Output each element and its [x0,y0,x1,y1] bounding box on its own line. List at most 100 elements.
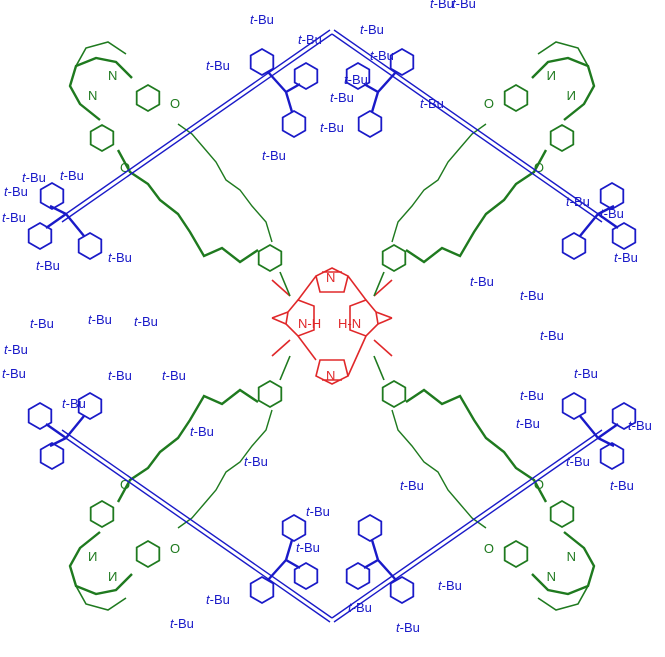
stopper-aryl-1 [39,441,65,471]
tbu-label-45: t-Bu [516,416,540,431]
tbu-label-26: t-Bu [4,342,28,357]
glycol-chain-outer [405,149,548,264]
tbu-label-21: t-Bu [614,250,638,265]
phenanthroline-frame [68,531,133,596]
phenylene-ring-a [89,499,115,529]
glycol-chain-outer [405,388,548,503]
ether-o-2: O [484,541,494,556]
tbu-label-19: t-Bu [600,206,624,221]
tbu-label-29: t-Bu [108,368,132,383]
ether-o-1: O [120,160,130,175]
phenanthroline-n1: N [567,549,576,564]
porphyrin-core [271,267,393,385]
stopper-aryl-4 [249,47,275,77]
stopper-aryl-6 [357,513,383,543]
tbu-label-9: t-Bu [298,32,322,47]
axle-alkyne [333,433,605,623]
tbu-label-7: t-Bu [250,12,274,27]
ether-o-1: O [534,160,544,175]
glycol-chain-inner [391,123,487,243]
porphyrin-nh-left: N-H [298,316,321,331]
stopper-aryl-5 [345,561,371,591]
phenylene-ring-b [135,83,161,113]
stopper-aryl-3 [77,391,103,421]
stopper-aryl-4 [389,575,415,605]
porphyrin-n-bottom: N [326,368,335,383]
stopper-aryl-3 [561,391,587,421]
stopper-aryl-6 [357,109,383,139]
phenylene-ring-b [135,539,161,569]
glycol-chain-inner [177,123,273,243]
phenylene-ring-b [503,539,529,569]
tbu-label-34: t-Bu [244,454,268,469]
tbu-label-12: t-Bu [262,148,286,163]
axle-alkyne [59,29,331,219]
tbu-label-20: t-Bu [566,194,590,209]
tbu-label-32: t-Bu [162,368,186,383]
tbu-label-16: t-Bu [420,96,444,111]
tbu-label-36: t-Bu [170,616,194,631]
stopper-aryl-1 [599,181,625,211]
ether-o-1: O [120,477,130,492]
ether-o-2: O [170,541,180,556]
glycol-chain-inner [391,409,487,529]
tbu-label-40: t-Bu [348,600,372,615]
meso-aryl-ring [257,379,283,409]
tbu-label-15: t-Bu [452,0,476,11]
stopper-aryl-4 [249,575,275,605]
stopper-aryl-2 [611,221,637,251]
tbu-label-18: t-Bu [344,72,368,87]
tbu-label-46: t-Bu [566,454,590,469]
stopper-aryl-6 [281,109,307,139]
stopper-aryl-2 [27,401,53,431]
tbu-label-23: t-Bu [520,288,544,303]
tbu-label-33: t-Bu [190,424,214,439]
stopper-aryl-3 [77,231,103,261]
glycol-chain-inner [177,409,273,529]
tbu-label-22: t-Bu [470,274,494,289]
tbu-label-25: t-Bu [30,316,54,331]
stopper-aryl-3 [561,231,587,261]
tbu-label-17: t-Bu [370,48,394,63]
ether-o-2: O [484,96,494,111]
phenanthroline-n2: N [108,68,117,83]
tbu-label-37: t-Bu [400,478,424,493]
tbu-label-31: t-Bu [134,314,158,329]
stopper-aryl-6 [281,513,307,543]
tbu-label-8: t-Bu [206,58,230,73]
tbu-label-24: t-Bu [540,328,564,343]
phenylene-ring-b [503,83,529,113]
meso-aryl-ring [381,243,407,273]
tbu-label-2: t-Bu [4,184,28,199]
tbu-label-48: t-Bu [628,418,652,433]
phenanthroline-n2: N [547,68,556,83]
axle-alkyne [333,29,605,219]
tbu-label-35: t-Bu [206,592,230,607]
phenanthroline-frame [68,56,133,121]
stopper-aryl-5 [345,61,371,91]
stopper-aryl-2 [27,221,53,251]
arm-bottom-left: N N O O [27,355,333,623]
tbu-label-6: t-Bu [60,168,84,183]
axle-alkyne [59,433,331,623]
arm-top-right: NN O O [331,29,637,297]
glycol-chain-outer [116,149,259,264]
stopper-aryl-1 [39,181,65,211]
phenylene-ring-a [549,499,575,529]
tbu-label-28: t-Bu [62,396,86,411]
phenanthroline-n2: N [547,569,556,584]
ether-o-1: O [534,477,544,492]
phenanthroline-n1: N [88,549,97,564]
meso-aryl-ring [257,243,283,273]
tbu-label-30: t-Bu [88,312,112,327]
meso-aryl-ring [381,379,407,409]
glycol-chain-outer [116,388,259,503]
porphyrin-hn-right: H-N [338,316,361,331]
phenanthroline-n1: N [567,88,576,103]
stopper-aryl-1 [599,441,625,471]
tbu-label-3: t-Bu [2,210,26,225]
tbu-label-5: t-Bu [108,250,132,265]
